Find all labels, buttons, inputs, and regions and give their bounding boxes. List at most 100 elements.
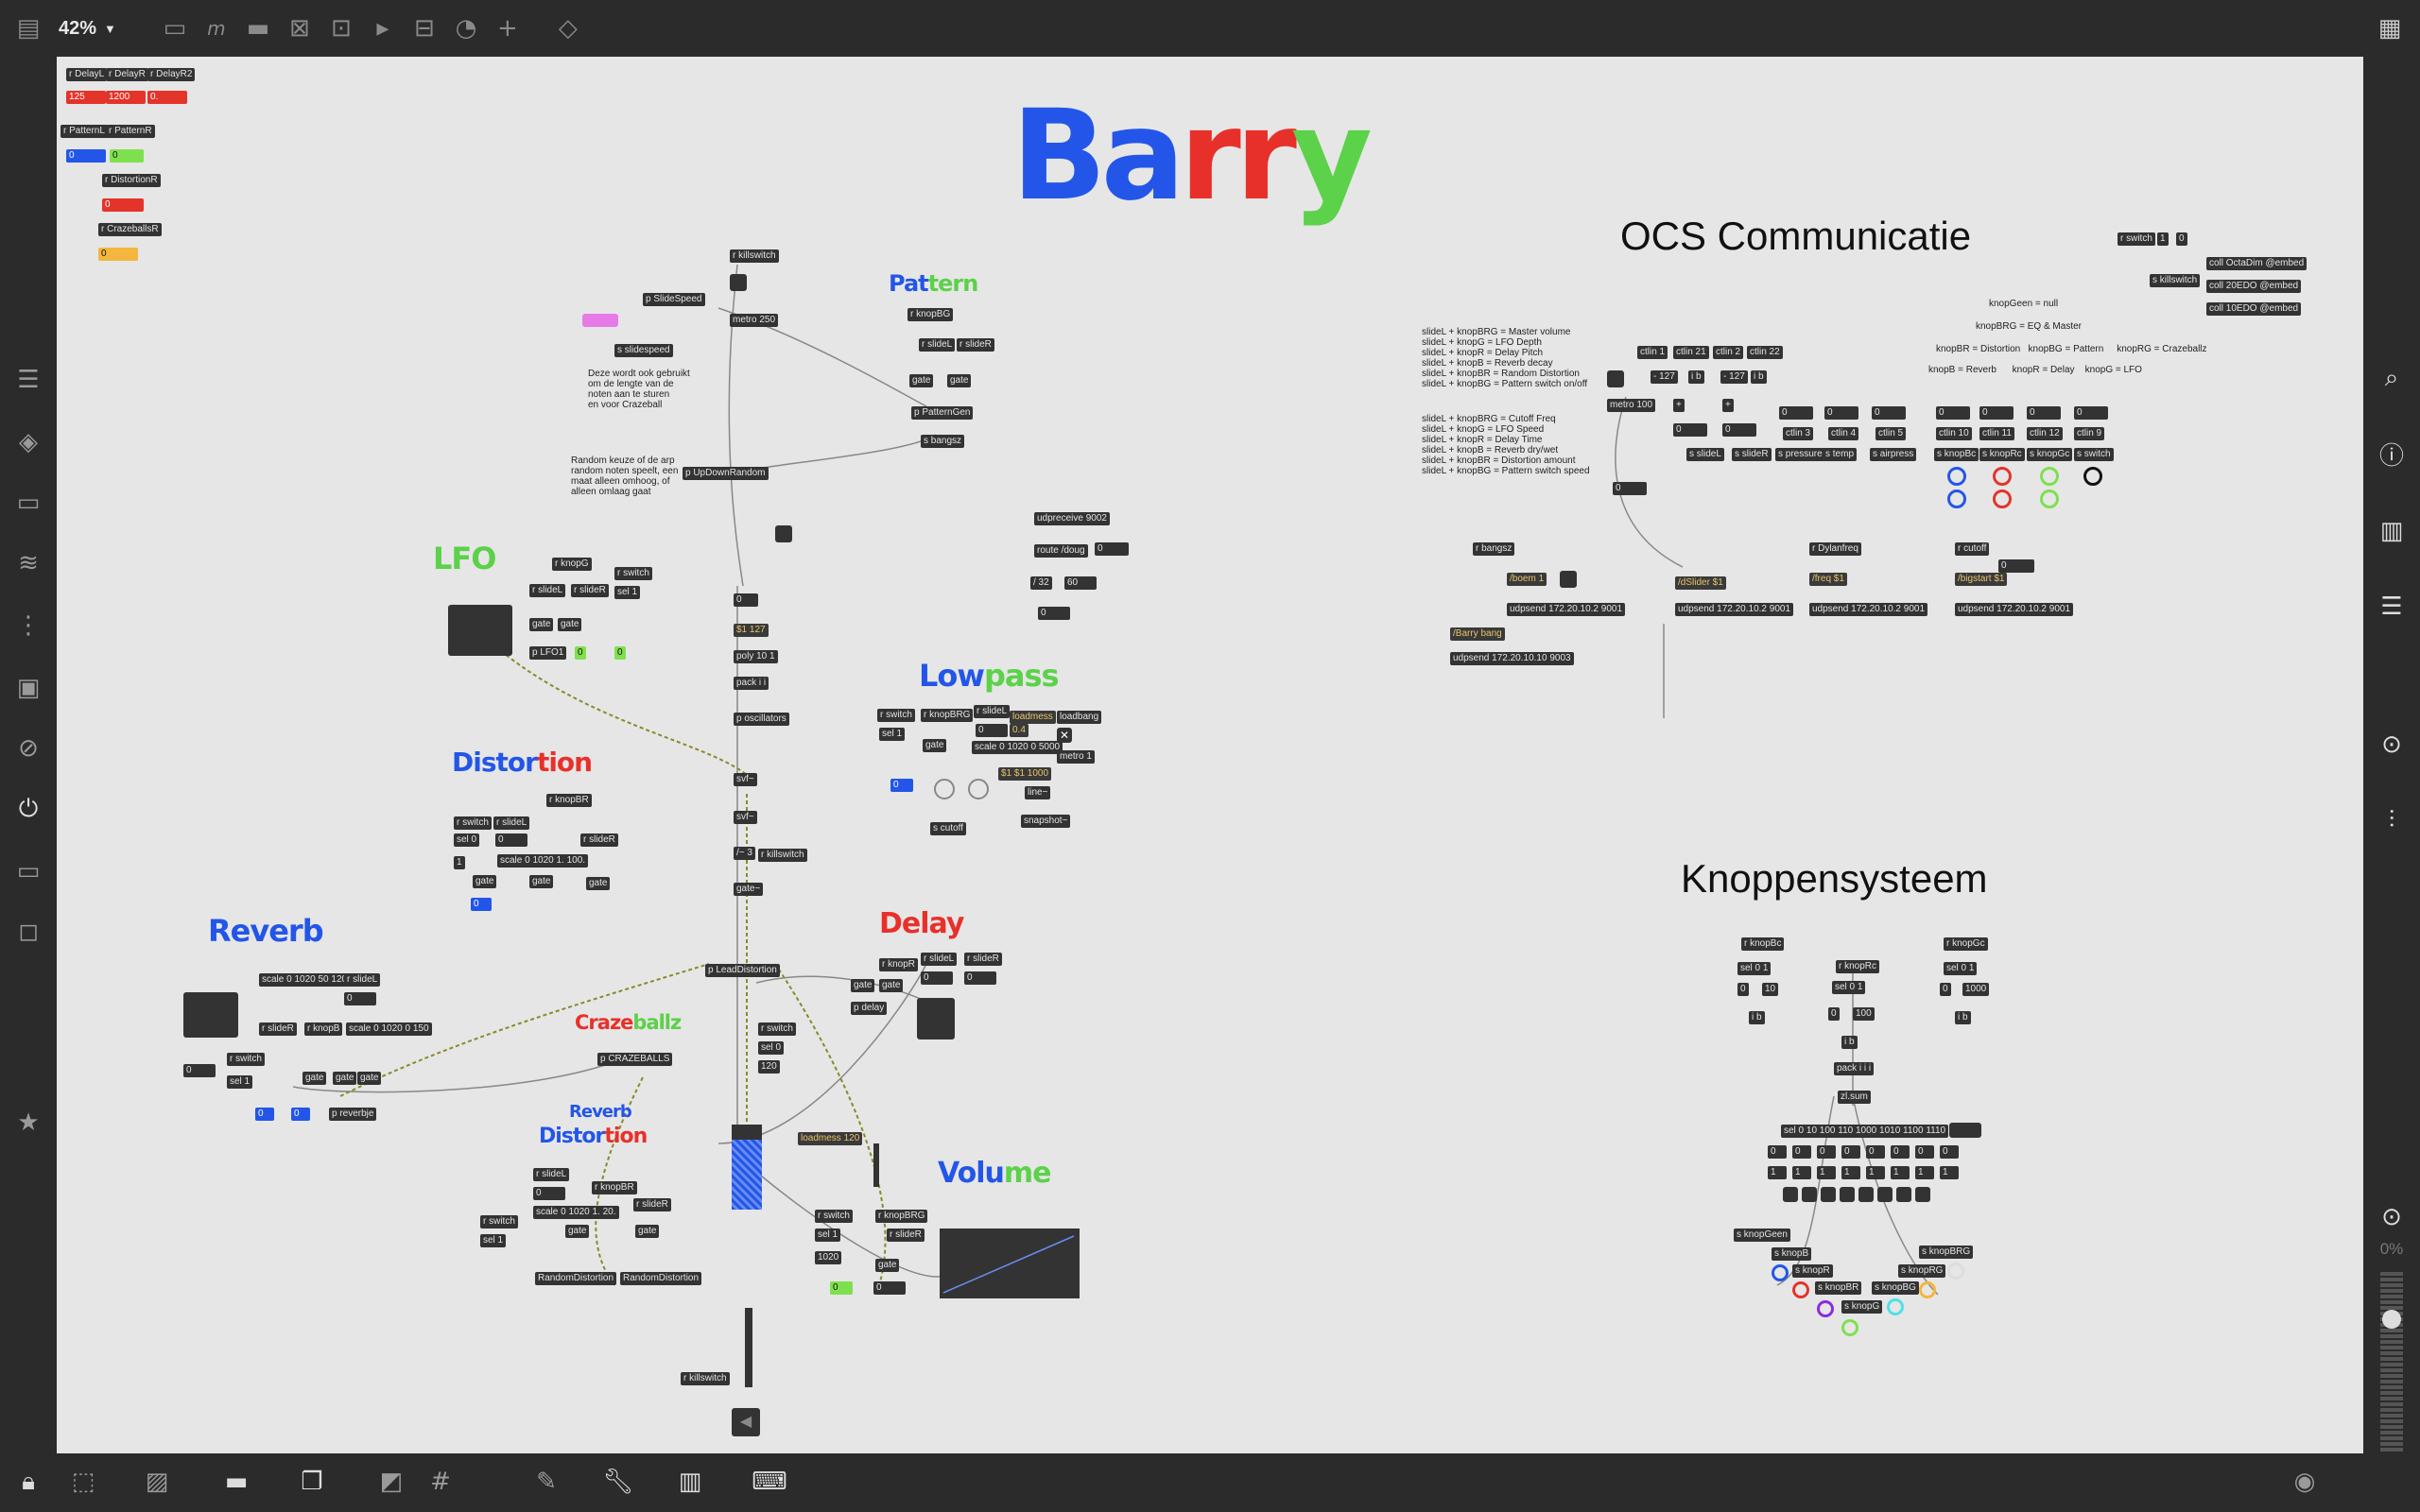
- send-slider[interactable]: s slideR: [1732, 448, 1772, 461]
- send-cutoff[interactable]: s cutoff: [930, 822, 967, 835]
- dist-blue-number[interactable]: 0: [471, 898, 492, 911]
- receive-switch-craze[interactable]: r switch: [758, 1022, 796, 1036]
- send-pressure[interactable]: s pressure: [1775, 448, 1825, 461]
- led-red-1[interactable]: [1993, 467, 2012, 486]
- receive-slider-delay[interactable]: r slideR: [964, 953, 1002, 966]
- receive-bangsz[interactable]: r bangsz: [1473, 542, 1515, 556]
- hide-icon[interactable]: ◩: [379, 1468, 404, 1496]
- receive-knopbr[interactable]: r knopBR: [546, 794, 592, 807]
- dist-one[interactable]: 1: [454, 856, 465, 869]
- square-icon[interactable]: ◻: [18, 918, 39, 946]
- led-knopbg[interactable]: [1887, 1298, 1904, 1315]
- scale-reverb-2[interactable]: scale 0 1020 0 150: [346, 1022, 432, 1036]
- gate-rev-1[interactable]: gate: [302, 1072, 327, 1085]
- delay-number-1[interactable]: 0: [921, 971, 953, 985]
- sel-big-button[interactable]: [1949, 1123, 1981, 1138]
- ctlin-3[interactable]: ctlin 3: [1783, 427, 1814, 440]
- led-green-1[interactable]: [2040, 467, 2059, 486]
- receive-slidel-pattern[interactable]: r slideL: [919, 338, 956, 352]
- coll-octadim[interactable]: coll OctaDim @embed: [2206, 257, 2308, 270]
- lock-icon[interactable]: 🔒︎: [22, 1467, 35, 1496]
- ctlin-12[interactable]: ctlin 12: [2027, 427, 2063, 440]
- lp-dial-1[interactable]: [934, 779, 955, 799]
- receive-knopgc[interactable]: r knopGc: [1944, 937, 1988, 951]
- reverb-function[interactable]: [183, 992, 238, 1038]
- udpsend-1[interactable]: udpsend 172.20.10.2 9001: [1507, 603, 1625, 616]
- updown-button[interactable]: [775, 525, 792, 542]
- dial-icon[interactable]: ◔: [455, 14, 477, 43]
- ctlin-10[interactable]: ctlin 10: [1936, 427, 1972, 440]
- vol-number[interactable]: 0: [873, 1281, 906, 1295]
- window-icon[interactable]: ❐: [301, 1468, 323, 1496]
- kn-row2-cell[interactable]: 1: [1841, 1166, 1860, 1179]
- send-killswitch[interactable]: s killswitch: [2150, 274, 2201, 287]
- receive-slidel-lp[interactable]: r slideL: [974, 705, 1011, 718]
- send-knopg[interactable]: s knopG: [1841, 1300, 1883, 1314]
- ocs-num-e[interactable]: 0: [1872, 406, 1906, 420]
- lfo-number-1[interactable]: 0: [575, 646, 586, 660]
- columns-icon[interactable]: ▥: [2379, 517, 2404, 545]
- route-number[interactable]: 0: [1095, 542, 1129, 556]
- sel1-lp[interactable]: sel 1: [879, 728, 906, 741]
- msg-bigstart[interactable]: /bigstart $1: [1955, 573, 2008, 586]
- lp-number[interactable]: 0: [976, 724, 1008, 737]
- zoom-menu[interactable]: 42% ▼: [59, 18, 116, 40]
- kn-bang[interactable]: [1858, 1187, 1874, 1202]
- gate-pattern-2[interactable]: gate: [947, 374, 972, 387]
- udpsend-3[interactable]: udpsend 172.20.10.2 9001: [1675, 603, 1793, 616]
- zl-sum[interactable]: zl.sum: [1838, 1091, 1871, 1104]
- distortionr-value[interactable]: 0: [102, 198, 144, 212]
- ocs-num-c[interactable]: 0: [1779, 406, 1813, 420]
- volume-function[interactable]: [940, 1228, 1080, 1298]
- receive-knopb[interactable]: r knopB: [304, 1022, 343, 1036]
- svf-2[interactable]: svf~: [734, 811, 757, 824]
- randomdistortion-1[interactable]: RandomDistortion: [535, 1272, 617, 1285]
- kn-100[interactable]: 100: [1853, 1007, 1875, 1021]
- lp-dial-2[interactable]: [968, 779, 989, 799]
- rev-number-1[interactable]: 0: [344, 992, 376, 1005]
- list-icon[interactable]: ☰: [17, 366, 40, 394]
- send-knopgc[interactable]: s knopGc: [2027, 448, 2073, 461]
- udpsend-4[interactable]: udpsend 172.20.10.2 9001: [1809, 603, 1927, 616]
- plus-2[interactable]: +: [1722, 399, 1734, 412]
- receive-knopbrg-vol[interactable]: r knopBRG: [875, 1210, 928, 1223]
- send-bangsz[interactable]: s bangsz: [921, 435, 965, 448]
- msg-127[interactable]: $1 127: [734, 624, 769, 637]
- ctlin-5[interactable]: ctlin 5: [1876, 427, 1907, 440]
- send-knopbr[interactable]: s knopBR: [1815, 1281, 1862, 1295]
- receive-switch-lp[interactable]: r switch: [877, 709, 915, 722]
- ctlin-9[interactable]: ctlin 9: [2074, 427, 2105, 440]
- scale-lp[interactable]: scale 0 1020 0 5000: [972, 741, 1063, 754]
- led-knoprg[interactable]: [1919, 1281, 1936, 1298]
- send-knopb[interactable]: s knopB: [1772, 1247, 1812, 1261]
- num-120[interactable]: 120: [758, 1060, 780, 1074]
- kn-row1-cell[interactable]: 0: [1841, 1145, 1860, 1159]
- receive-killswitch-2[interactable]: r killswitch: [758, 849, 807, 862]
- record-icon[interactable]: ⊙: [2381, 1203, 2402, 1231]
- ctlin-21[interactable]: ctlin 21: [1673, 346, 1709, 359]
- receive-delayl[interactable]: r DelayL: [66, 68, 108, 81]
- ocs-switch-zero[interactable]: 0: [2176, 232, 2187, 246]
- kn-bang[interactable]: [1915, 1187, 1930, 1202]
- paint-bucket-icon[interactable]: ◇: [558, 14, 578, 43]
- send-knopbg[interactable]: s knopBG: [1872, 1281, 1919, 1295]
- kn-zero-g[interactable]: 0: [1940, 983, 1951, 996]
- led-knopr[interactable]: [1792, 1281, 1809, 1298]
- receive-slidel-rev[interactable]: r slideL: [344, 973, 381, 987]
- pack-iii[interactable]: pack i i i: [1834, 1062, 1875, 1075]
- patcher-canvas[interactable]: Barry OCS Communicatie Knoppensysteem Pa…: [57, 57, 2363, 1453]
- gate-lp[interactable]: gate: [923, 739, 947, 752]
- wrench-icon[interactable]: 🔧︎: [602, 1468, 634, 1496]
- receive-slidel-delay[interactable]: r slideL: [921, 953, 958, 966]
- receive-knopbrg-lp[interactable]: r knopBRG: [921, 709, 974, 722]
- num-60[interactable]: 60: [1064, 576, 1097, 590]
- kn-bang[interactable]: [1840, 1187, 1855, 1202]
- receive-slider-rd[interactable]: r slideR: [633, 1198, 671, 1211]
- gate-vol[interactable]: gate: [875, 1259, 900, 1272]
- line-tilde[interactable]: line~: [1025, 786, 1051, 799]
- udpreceive-9002[interactable]: udpreceive 9002: [1034, 512, 1110, 525]
- waveform-icon[interactable]: ≋: [18, 549, 39, 577]
- kn-row1-cell[interactable]: 0: [1817, 1145, 1836, 1159]
- receive-slidel-rd[interactable]: r slideL: [533, 1168, 570, 1181]
- gate-dist-2[interactable]: gate: [529, 875, 554, 888]
